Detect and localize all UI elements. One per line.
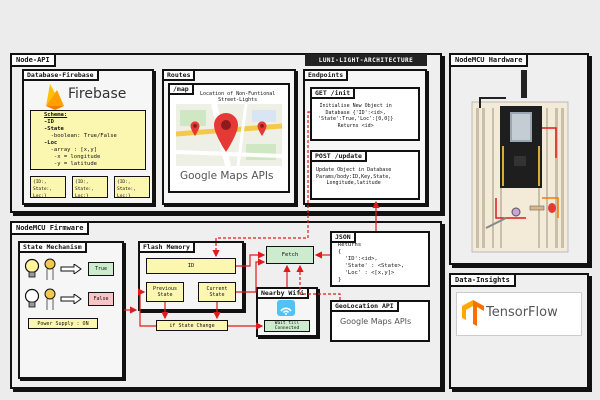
tensorflow-logo-icon [462,300,484,326]
schema-line: Schema: [44,112,68,118]
init-endpoint-label: GET /init [310,87,356,99]
architecture-banner-text: LUNI-LIGHT-ARCHITECTURE [318,56,414,64]
schema-line: -array : [x,y] [44,147,97,153]
wait-connected-box: Wait till Connected [264,320,310,332]
location-pin-small-icon [190,121,200,136]
json-box: JSON [330,231,430,287]
false-state-box: False [88,292,114,306]
update-endpoint-text: Update Object in Database Params/body:ID… [316,167,392,186]
firebase-logo-text: Firebase [68,86,127,102]
update-endpoint-box: POST /update [310,150,420,200]
map-route-label: /map [168,83,194,95]
json-title: JSON [330,231,356,243]
schema-box [30,110,146,170]
bulb-on-icon [24,258,40,278]
map-caption: Location of Non-Funtional Street-Lights [200,91,276,103]
schema-line: -x = longitude [44,154,101,160]
endpoints-title: Endpoints [303,69,349,81]
false-state-label: False [93,296,109,302]
wait-connected-label: Wait till Connected [274,321,300,331]
tensorflow-brand-text: TensorFlow [486,305,558,320]
nearby-wifi-title: Nearby Wifi [256,287,310,299]
data-insights-title: Data-Insights [451,275,516,287]
firebase-flame-icon [46,84,64,110]
current-state-label: Current State [206,286,228,298]
record-box-3: {ID:, State:, Loc:} [114,176,150,199]
schema-line: -y = latitude [44,161,97,167]
location-pin-icon [214,113,238,152]
update-endpoint-label: POST /update [310,150,367,162]
record-box-1: {ID:, State:, Loc:} [30,176,66,199]
power-supply-box: Power Supply : ON [28,318,98,329]
state-change-box: if State Change [156,320,228,331]
record-box-2: {ID:, State:, Loc:} [72,176,108,199]
schema-line: -State [44,126,64,132]
schema-lines: Schema:-ID-State -boolean: True/False-Lo… [44,112,117,168]
current-state-box: Current State [198,282,236,302]
init-endpoint-box: GET /init [310,87,420,141]
record-text-2: {ID:, State:, Loc:} [75,180,94,199]
geolocation-api-title: GeoLocation API [330,300,399,312]
state-mechanism-title: State Mechanism [18,241,87,253]
state-change-label: if State Change [169,322,215,329]
hardware-title: NodeMCU Hardware [451,55,529,67]
firmware-title: NodeMCU Firmware [12,223,90,235]
node-api-title: Node-API [12,55,56,67]
schema-line: -Loc [44,140,58,146]
bulb-off-icon [24,288,40,308]
light-sensor-icon [44,258,56,280]
init-endpoint-text: Initialise New Object in Database {'ID':… [318,103,394,129]
architecture-banner: LUNI-LIGHT-ARCHITECTURE [305,54,427,66]
flash-id-box: ID [146,258,236,274]
geolocation-api-box: GeoLocation API [330,300,430,342]
location-pin-small-icon [257,121,267,136]
flash-id-label: ID [187,263,195,269]
arrow-right-icon [60,264,82,274]
true-state-label: True [94,266,108,272]
previous-state-box: Previous State [146,282,184,302]
wifi-icon [277,300,295,316]
geo-maps-brand-text: Google Maps APIs [340,317,412,326]
fetch-label: Fetch [281,252,299,258]
breadboard-illustration [471,70,569,253]
record-text-3: {ID:, State:, Loc:} [117,180,136,199]
power-supply-label: Power Supply : ON [37,320,89,327]
json-text: Returns { 'ID':<id>, 'State' : <State>, … [338,242,405,283]
schema-line: -ID [44,119,54,125]
fetch-box: Fetch [266,246,314,264]
arrow-right-icon [60,294,82,304]
database-firebase-title: Database-Firebase [22,69,99,81]
true-state-box: True [88,262,114,276]
record-text-1: {ID:, State:, Loc:} [33,180,52,199]
schema-line: -boolean: True/False [44,133,117,139]
maps-brand-text: Google Maps APIs [180,170,274,182]
flash-memory-title: Flash Memory [138,241,195,253]
previous-state-label: Previous State [152,286,178,298]
routes-title: Routes [162,69,196,81]
light-sensor-icon [44,288,56,310]
